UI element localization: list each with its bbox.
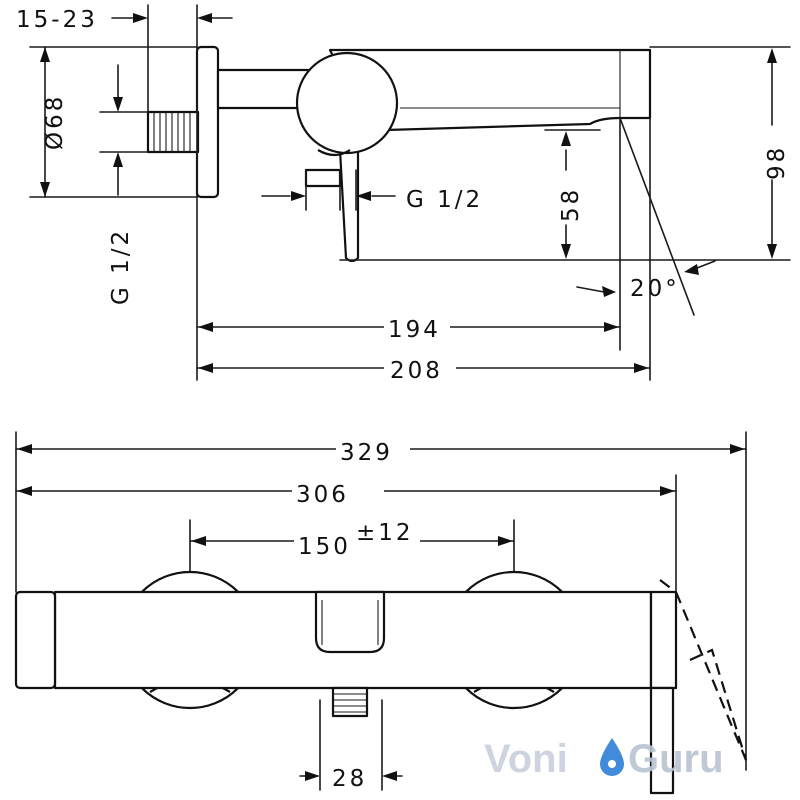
plan-view: 329 306 150 ±12 [14,431,748,795]
lever-alt-position [674,591,748,761]
dim-overall-width: 329 [340,440,393,466]
watermark-logo: Voni Guru [484,737,724,781]
handle-base [649,590,678,690]
lever-neck [304,168,342,188]
water-drop-icon [600,738,624,776]
dim-outlet-thread: G 1/2 [406,187,483,213]
dim-rosette-diameter: Ø68 [42,94,68,150]
threaded-connector [146,110,200,154]
wall-rosette [195,45,220,199]
dim-reach-total: 208 [390,358,443,384]
dim-total-height: 98 [764,145,790,180]
dim-spout-angle: 20° [630,276,680,302]
body-cylinder [295,51,399,155]
dim-outlet-width: 28 [332,766,367,792]
dim-inlet-spacing: 150 [298,534,351,560]
dim-wall-depth: 15-23 [16,7,98,33]
lever-front [649,686,675,795]
dim-inlet-tolerance: ±12 [356,520,414,546]
spout [328,48,652,132]
outlet-connector [331,686,369,718]
side-elevation-view: 15-23 Ø68 G 1/2 G 1/2 [16,4,791,384]
end-cap-left [14,590,57,690]
dim-spout-height: 58 [558,187,584,222]
watermark-text-right: Guru [628,737,724,781]
dim-body-width: 306 [296,482,349,508]
watermark-text-left: Voni [484,737,568,781]
spout-block [314,590,386,654]
dim-reach-spout: 194 [388,317,441,343]
dim-inlet-thread: G 1/2 [108,228,134,305]
lever-handle [338,148,360,263]
